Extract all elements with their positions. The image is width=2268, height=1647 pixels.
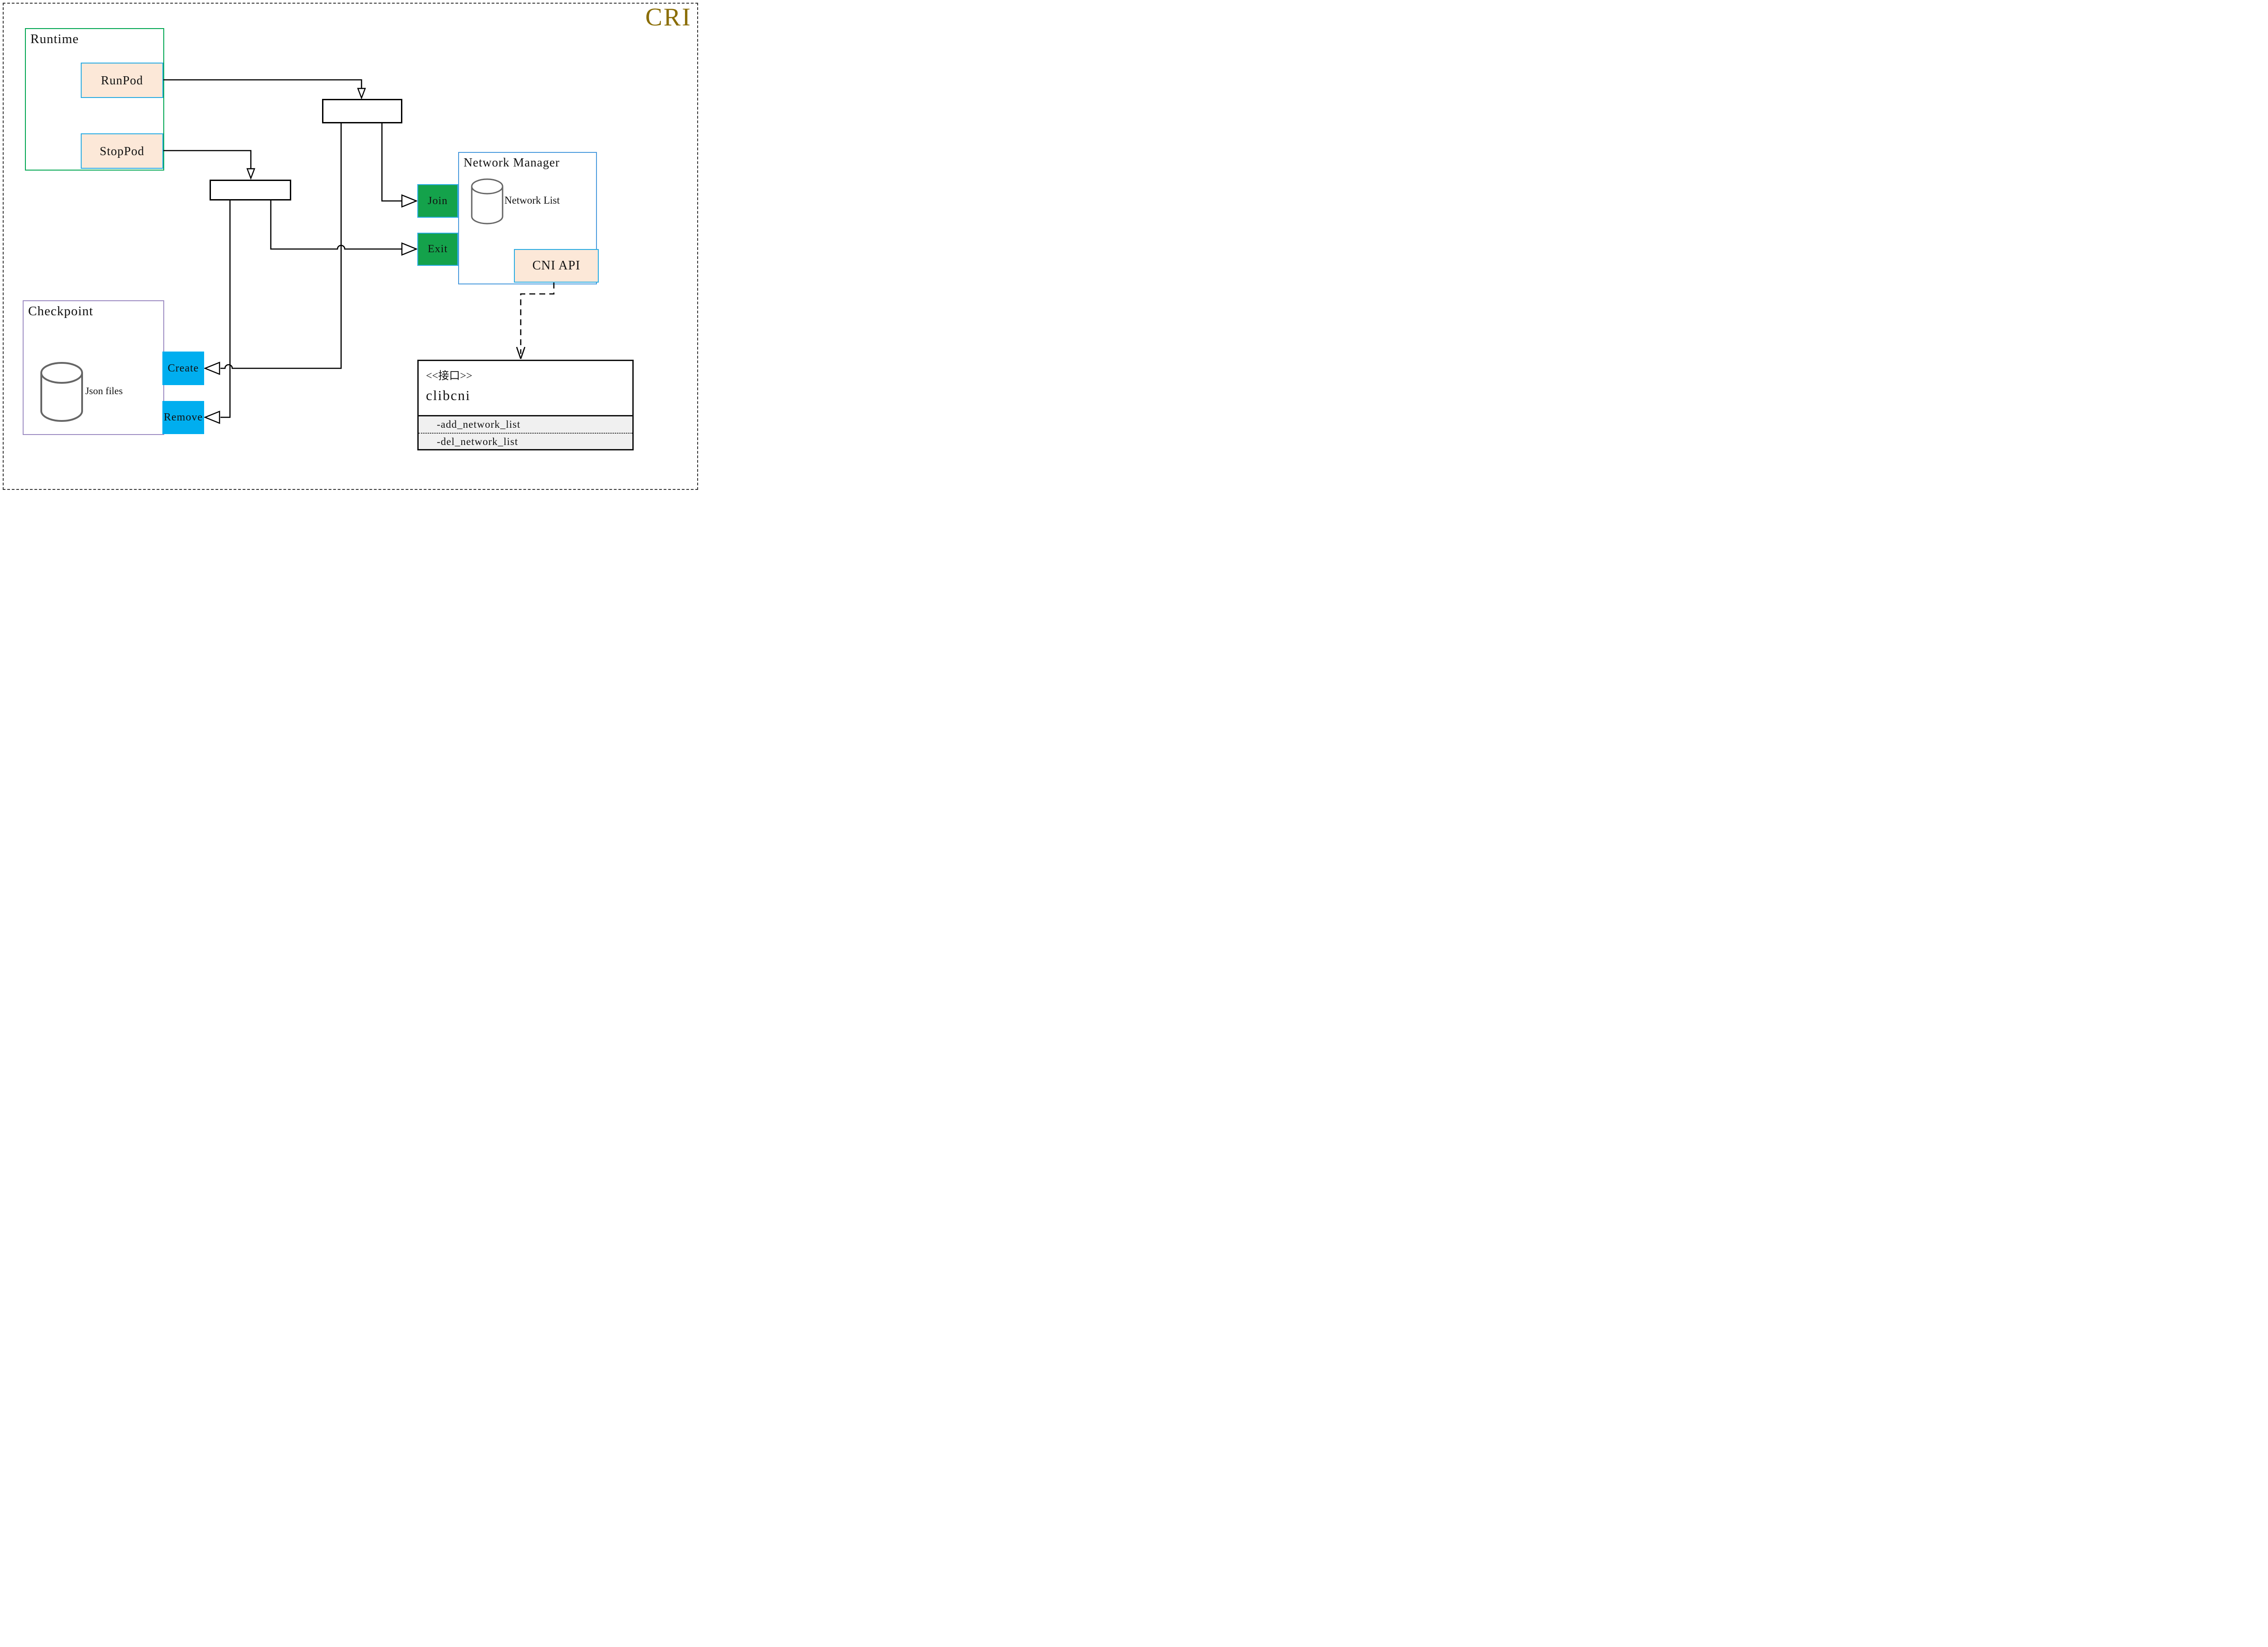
create-node-label: Create [167,362,199,374]
interface-stereotype: <<接口>> [426,370,473,382]
interface-name: clibcni [426,387,471,403]
checkpoint-container: Checkpoint [23,300,164,435]
runpod-node-label: RunPod [101,73,143,87]
arrowhead-into-join [401,194,418,208]
stoppod-node[interactable]: StopPod [81,133,163,169]
runtime-label: Runtime [30,32,79,46]
cni-api-node[interactable]: CNI API [514,249,599,283]
interface-method-add: -add_network_list [437,419,521,430]
connector-junction1-to-join [381,123,402,202]
cni-api-node-label: CNI API [532,259,581,273]
network-list-label: Network List [504,195,560,206]
join-node-label: Join [427,195,448,207]
exit-node[interactable]: Exit [417,233,458,266]
arrowhead-into-junction1 [357,88,366,100]
exit-node-label: Exit [428,243,448,255]
connector-stoppod-to-junction2 [163,150,252,169]
remove-node[interactable]: Remove [162,401,204,434]
arrowhead-into-remove [203,411,220,424]
connector-junction2-to-exit [270,200,402,250]
create-node[interactable]: Create [162,352,204,385]
cri-architecture-diagram: CRI Runtime Network Manager Checkpoint [0,0,701,493]
interface-method-separator [419,433,632,434]
connector-junction2-to-remove [220,200,231,418]
interface-method-del: -del_network_list [437,436,518,447]
open-arrowhead-into-clibcni [516,347,526,359]
checkpoint-label: Checkpoint [28,304,93,318]
junction-box-1 [322,99,402,123]
diagram-title: CRI [645,3,692,31]
stoppod-node-label: StopPod [99,144,145,158]
arrowhead-into-junction2 [246,168,255,180]
join-node[interactable]: Join [417,184,458,218]
json-files-label: Json files [85,385,123,396]
remove-node-label: Remove [164,411,203,423]
clibcni-interface-box: <<接口>> clibcni -add_network_list -del_ne… [417,360,634,450]
interface-methods-compartment: -add_network_list -del_network_list [419,415,632,449]
connector-junction1-to-create [220,123,342,369]
runpod-node[interactable]: RunPod [81,63,163,98]
arrowhead-into-create [203,362,220,375]
connector-runpod-to-junction1 [163,79,362,88]
arrowhead-into-exit [401,242,418,256]
network-manager-label: Network Manager [464,156,560,169]
junction-box-2 [210,180,291,200]
connector-cniapi-to-clibcni-dashed [520,283,555,354]
